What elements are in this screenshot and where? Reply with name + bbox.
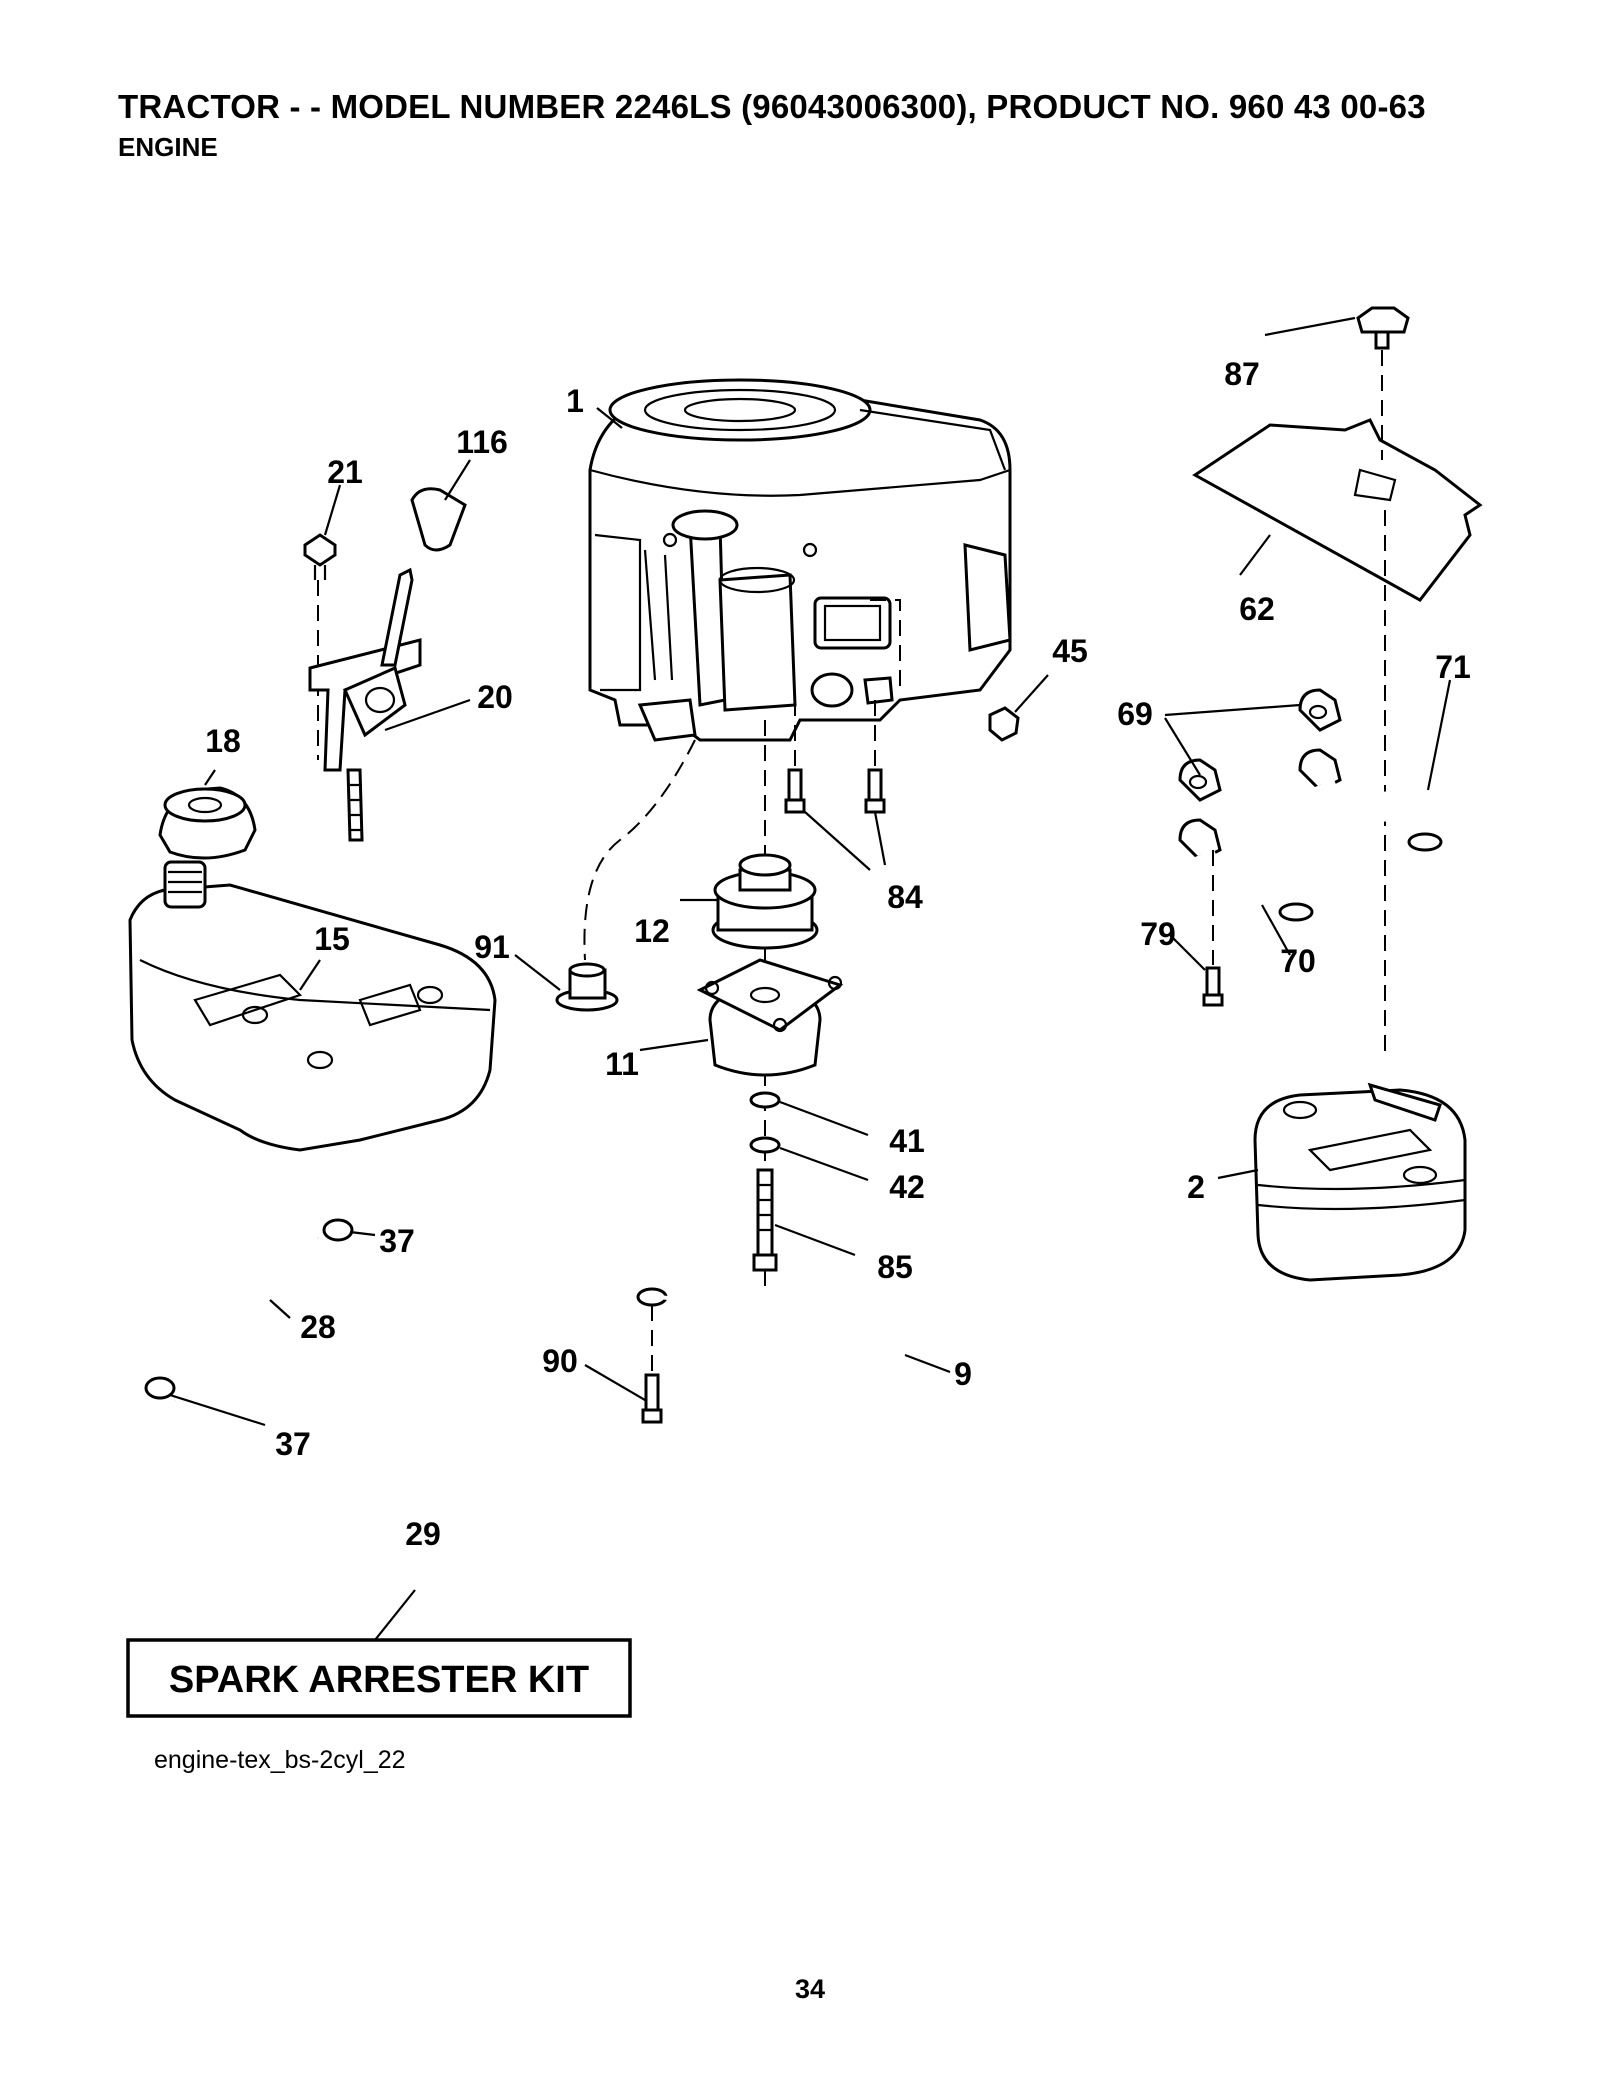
callout-2: 2 [1187, 1169, 1205, 1205]
callout-18: 18 [205, 723, 241, 759]
callout-84: 84 [887, 879, 923, 915]
callout-90: 90 [542, 1343, 578, 1379]
exhaust-pipes-drawing [1178, 688, 1443, 1007]
callout-1: 1 [566, 383, 584, 419]
control-rod-drawing [636, 1287, 902, 1444]
callout-15: 15 [314, 921, 350, 957]
throttle-control-drawing [303, 487, 467, 842]
page-title: TRACTOR - - MODEL NUMBER 2246LS (9604300… [118, 88, 1426, 125]
page-subtitle: ENGINE [118, 132, 218, 162]
callout-70: 70 [1280, 943, 1316, 979]
callout-9: 9 [954, 1356, 972, 1392]
fuel-line-drawing [144, 1218, 354, 1402]
callout-28: 28 [300, 1309, 336, 1345]
spark-arrester-kit-box [126, 1638, 632, 1718]
fuel-cap-drawing [158, 786, 257, 860]
callout-45: 45 [1052, 633, 1088, 669]
engine-drawing [588, 378, 1012, 742]
callout-69: 69 [1117, 696, 1153, 732]
callout-62: 62 [1239, 591, 1275, 627]
nut-drawing [988, 706, 1020, 742]
callout-29: 29 [405, 1516, 441, 1552]
callout-71: 71 [1435, 649, 1471, 685]
callout-41: 41 [889, 1123, 925, 1159]
callout-85: 85 [877, 1249, 913, 1285]
callout-79: 79 [1140, 916, 1176, 952]
pto-clutch-drawing [696, 720, 844, 1290]
callout-20: 20 [477, 679, 513, 715]
callout-87: 87 [1224, 356, 1260, 392]
muffler-drawing [1253, 1082, 1467, 1282]
diagram-reference: engine-tex_bs-2cyl_22 [154, 1746, 406, 1774]
page-number: 34 [795, 1974, 825, 2004]
spark-arrester-kit-label: SPARK ARRESTER KIT [169, 1659, 589, 1701]
callout-21: 21 [327, 454, 363, 490]
callout-91: 91 [474, 929, 510, 965]
spacer-drawing [555, 739, 696, 1012]
leader-lines [169, 316, 1452, 1641]
bolts-84-drawing [784, 700, 886, 814]
callout-116: 116 [456, 424, 508, 460]
callout-12: 12 [634, 913, 670, 949]
fuel-tank-drawing [128, 860, 497, 1152]
callout-42: 42 [889, 1169, 925, 1205]
callout-37-top: 37 [379, 1223, 415, 1259]
callout-37-bottom: 37 [275, 1426, 311, 1462]
callout-11: 11 [605, 1046, 639, 1082]
heat-shield-drawing [1192, 306, 1483, 1060]
